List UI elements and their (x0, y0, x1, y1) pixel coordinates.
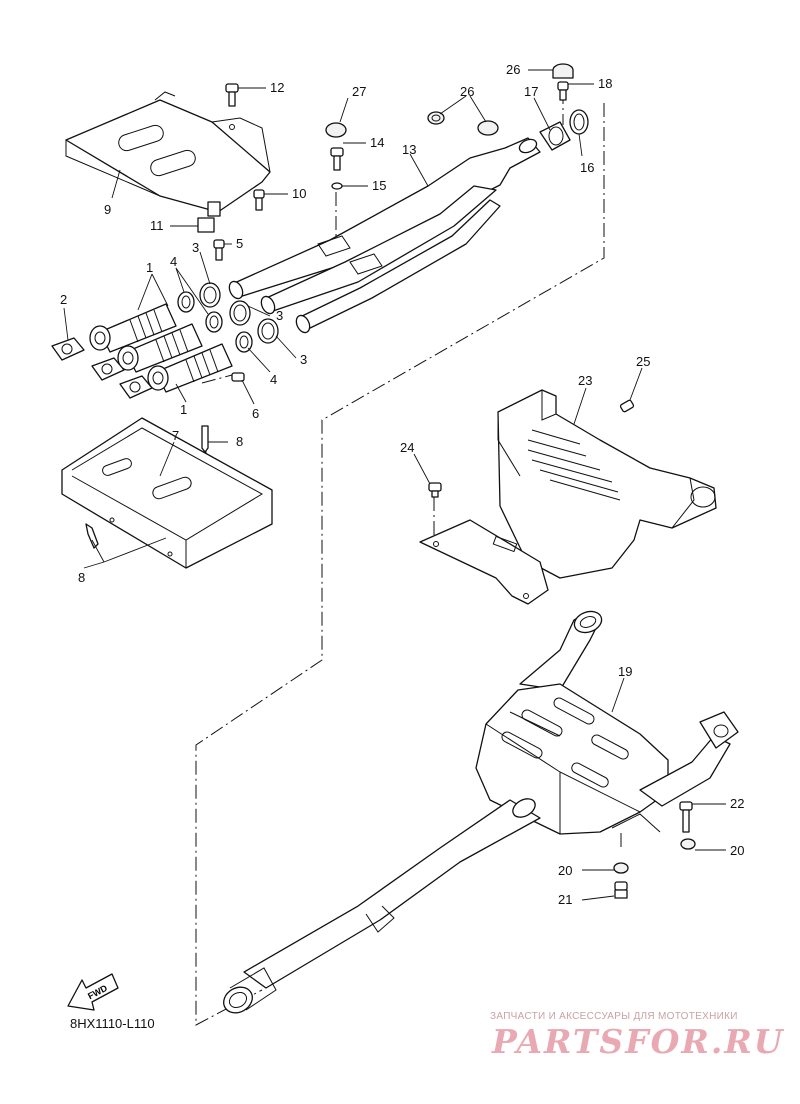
callout-3-middle: 3 (276, 308, 283, 323)
bolt-10 (253, 189, 265, 211)
callout-3-lower: 3 (300, 352, 307, 367)
watermark-logo: PARTSFOR.RU (492, 1022, 785, 1061)
clamp-3-set (199, 282, 279, 344)
upper-heat-shield (65, 91, 271, 217)
clamp-17 (539, 121, 571, 151)
callout-9: 9 (104, 202, 111, 217)
pin-8-upper (201, 425, 209, 453)
callout-20-right: 20 (730, 843, 744, 858)
front-pipe-assembly (228, 137, 541, 334)
callout-24: 24 (400, 440, 414, 455)
callout-18: 18 (598, 76, 612, 91)
callout-6: 6 (252, 406, 259, 421)
callout-8-lower: 8 (78, 570, 85, 585)
grommet-27 (325, 122, 347, 138)
callout-23: 23 (578, 373, 592, 388)
callout-2: 2 (60, 292, 67, 307)
grommet-26-top (552, 63, 574, 79)
tail-pipe (223, 798, 541, 1014)
diagram-code: 8HX1110-L110 (70, 1016, 155, 1031)
callout-10: 10 (292, 186, 306, 201)
callout-7: 7 (172, 428, 179, 443)
bolt-6 (231, 372, 245, 382)
callout-26: 26 (460, 84, 474, 99)
cover-bracket-plate (419, 519, 549, 605)
callout-20-left: 20 (558, 863, 572, 878)
bolt-14 (330, 147, 344, 171)
callout-13: 13 (402, 142, 416, 157)
bolt-21 (614, 881, 628, 899)
callout-17: 17 (524, 84, 538, 99)
callout-labels: 12 26 18 27 26 17 14 13 16 15 9 10 11 3 … (60, 62, 744, 907)
callout-27: 27 (352, 84, 366, 99)
callout-26-top: 26 (506, 62, 520, 77)
collar-20-left (613, 862, 629, 874)
callout-11: 11 (150, 218, 164, 233)
callout-1-lower: 1 (180, 402, 187, 417)
callout-21: 21 (558, 892, 572, 907)
washer-15 (331, 182, 343, 190)
bracket-11 (197, 217, 215, 233)
exhaust-joint-1-set (89, 303, 233, 393)
bolt-25 (619, 399, 635, 413)
callout-16: 16 (580, 160, 594, 175)
bolt-22 (679, 801, 693, 833)
watermark-caption: ЗАПЧАСТИ И АКСЕССУАРЫ ДЛЯ МОТОТЕХНИКИ (490, 1011, 738, 1022)
callout-14: 14 (370, 135, 384, 150)
muffler-cover (497, 389, 717, 579)
gasket-16 (569, 109, 589, 135)
flange-gasket-2-set (51, 337, 153, 399)
muffler (475, 610, 739, 835)
collar-20-right (680, 838, 696, 850)
bolt-12 (225, 83, 239, 107)
pin-8-lower (85, 523, 99, 549)
callout-4-upper: 4 (170, 254, 177, 269)
callout-1-upper: 1 (146, 260, 153, 275)
callout-15: 15 (372, 178, 386, 193)
callout-22: 22 (730, 796, 744, 811)
forward-direction-arrow: FWD (67, 973, 119, 1011)
callout-12: 12 (270, 80, 284, 95)
bolt-18 (557, 81, 569, 101)
callout-19: 19 (618, 664, 632, 679)
bolt-24 (428, 482, 442, 498)
callout-25: 25 (636, 354, 650, 369)
callout-3-upper: 3 (192, 240, 199, 255)
leader-lines (63, 69, 726, 901)
callout-8-upper: 8 (236, 434, 243, 449)
grommet-26-pair (427, 111, 499, 136)
bolt-5 (213, 239, 225, 261)
gasket-4-set (177, 291, 253, 353)
callout-4-lower: 4 (270, 372, 277, 387)
lower-heat-shield (61, 417, 273, 569)
callout-5: 5 (236, 236, 243, 251)
